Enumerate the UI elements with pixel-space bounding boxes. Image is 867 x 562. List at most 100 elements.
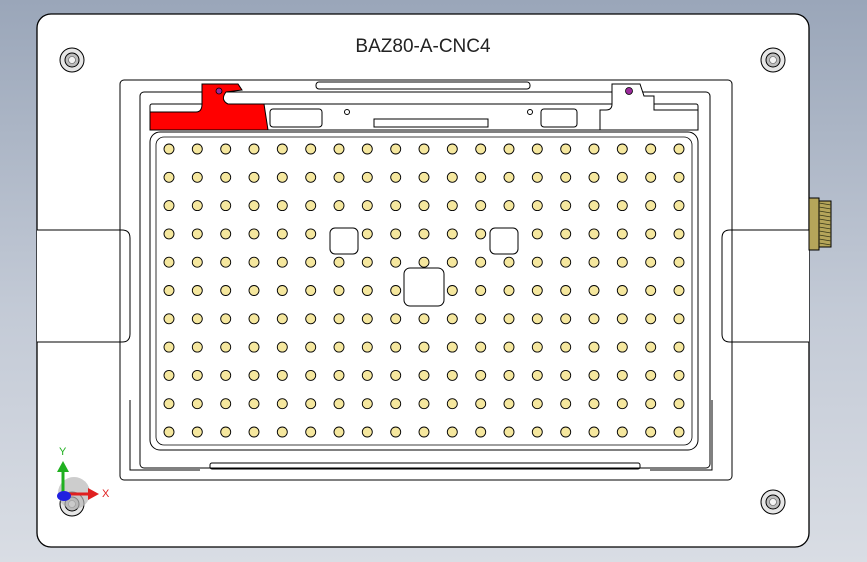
hole	[560, 228, 572, 240]
hole	[446, 143, 458, 155]
hole	[276, 228, 288, 240]
thread-line	[818, 210, 832, 214]
hole	[588, 228, 600, 240]
hole	[248, 285, 260, 296]
hole	[475, 313, 487, 325]
hole	[220, 426, 232, 438]
hole	[390, 228, 402, 240]
hole	[191, 313, 203, 325]
hole	[248, 313, 260, 325]
hole	[220, 171, 232, 183]
hole	[333, 426, 345, 438]
hole	[446, 369, 458, 381]
hole	[673, 143, 685, 155]
hole	[390, 143, 402, 155]
hole	[390, 200, 402, 212]
hole	[220, 200, 232, 212]
hole	[220, 369, 232, 381]
hole	[191, 285, 203, 296]
hole	[673, 285, 685, 296]
hole	[475, 256, 487, 268]
hole	[645, 369, 657, 381]
bolt-top-left-icon	[59, 47, 85, 73]
hole	[418, 341, 430, 353]
hole	[191, 143, 203, 155]
hole	[645, 143, 657, 155]
hole	[645, 171, 657, 183]
hole	[531, 171, 543, 183]
hole	[276, 369, 288, 381]
hole	[276, 285, 288, 296]
hole	[361, 398, 373, 410]
hole	[588, 426, 600, 438]
hole	[503, 200, 515, 212]
hole	[560, 143, 572, 155]
hole	[163, 426, 175, 438]
hole	[616, 398, 628, 410]
hole	[616, 256, 628, 268]
hole	[163, 256, 175, 268]
right-clamp-pin-icon	[625, 87, 633, 95]
hole	[276, 341, 288, 353]
hole	[191, 341, 203, 353]
hole	[418, 369, 430, 381]
hole	[248, 200, 260, 212]
hole	[446, 341, 458, 353]
hole	[163, 143, 175, 155]
hole	[645, 341, 657, 353]
hole	[333, 200, 345, 212]
thread-line	[818, 218, 832, 222]
hole	[333, 143, 345, 155]
hole	[475, 398, 487, 410]
hole	[531, 398, 543, 410]
hole	[361, 369, 373, 381]
hole	[531, 256, 543, 268]
hole	[361, 313, 373, 325]
bolt-bottom-right-icon	[760, 489, 786, 515]
hole	[588, 171, 600, 183]
hole	[645, 426, 657, 438]
hole	[220, 341, 232, 353]
hole	[248, 398, 260, 410]
hole	[446, 398, 458, 410]
hole	[616, 341, 628, 353]
hole	[248, 143, 260, 155]
clamp-pin-icon	[215, 87, 223, 95]
hole	[446, 171, 458, 183]
hole	[503, 256, 515, 268]
hole	[503, 426, 515, 438]
hole	[503, 369, 515, 381]
hole	[531, 341, 543, 353]
hole	[163, 398, 175, 410]
hole	[616, 285, 628, 296]
hole	[418, 256, 430, 268]
hole	[418, 200, 430, 212]
hole	[163, 285, 175, 296]
hole	[446, 228, 458, 240]
recess-outline-outer	[119, 79, 733, 481]
hole	[248, 369, 260, 381]
hole	[305, 171, 317, 183]
square-cutout-left	[329, 227, 359, 255]
hole	[560, 171, 572, 183]
right-side-tab	[721, 229, 809, 343]
hole	[305, 341, 317, 353]
hole	[475, 200, 487, 212]
thread-line	[818, 222, 832, 226]
hole	[588, 369, 600, 381]
hole	[305, 369, 317, 381]
hole	[305, 313, 317, 325]
hole	[220, 285, 232, 296]
hole	[333, 398, 345, 410]
hole	[446, 285, 458, 296]
hole	[220, 398, 232, 410]
hole	[673, 369, 685, 381]
hole	[276, 171, 288, 183]
hole	[673, 200, 685, 212]
hole	[191, 426, 203, 438]
hole	[673, 341, 685, 353]
hole	[531, 143, 543, 155]
hole	[361, 171, 373, 183]
square-cutout-center	[403, 267, 445, 307]
